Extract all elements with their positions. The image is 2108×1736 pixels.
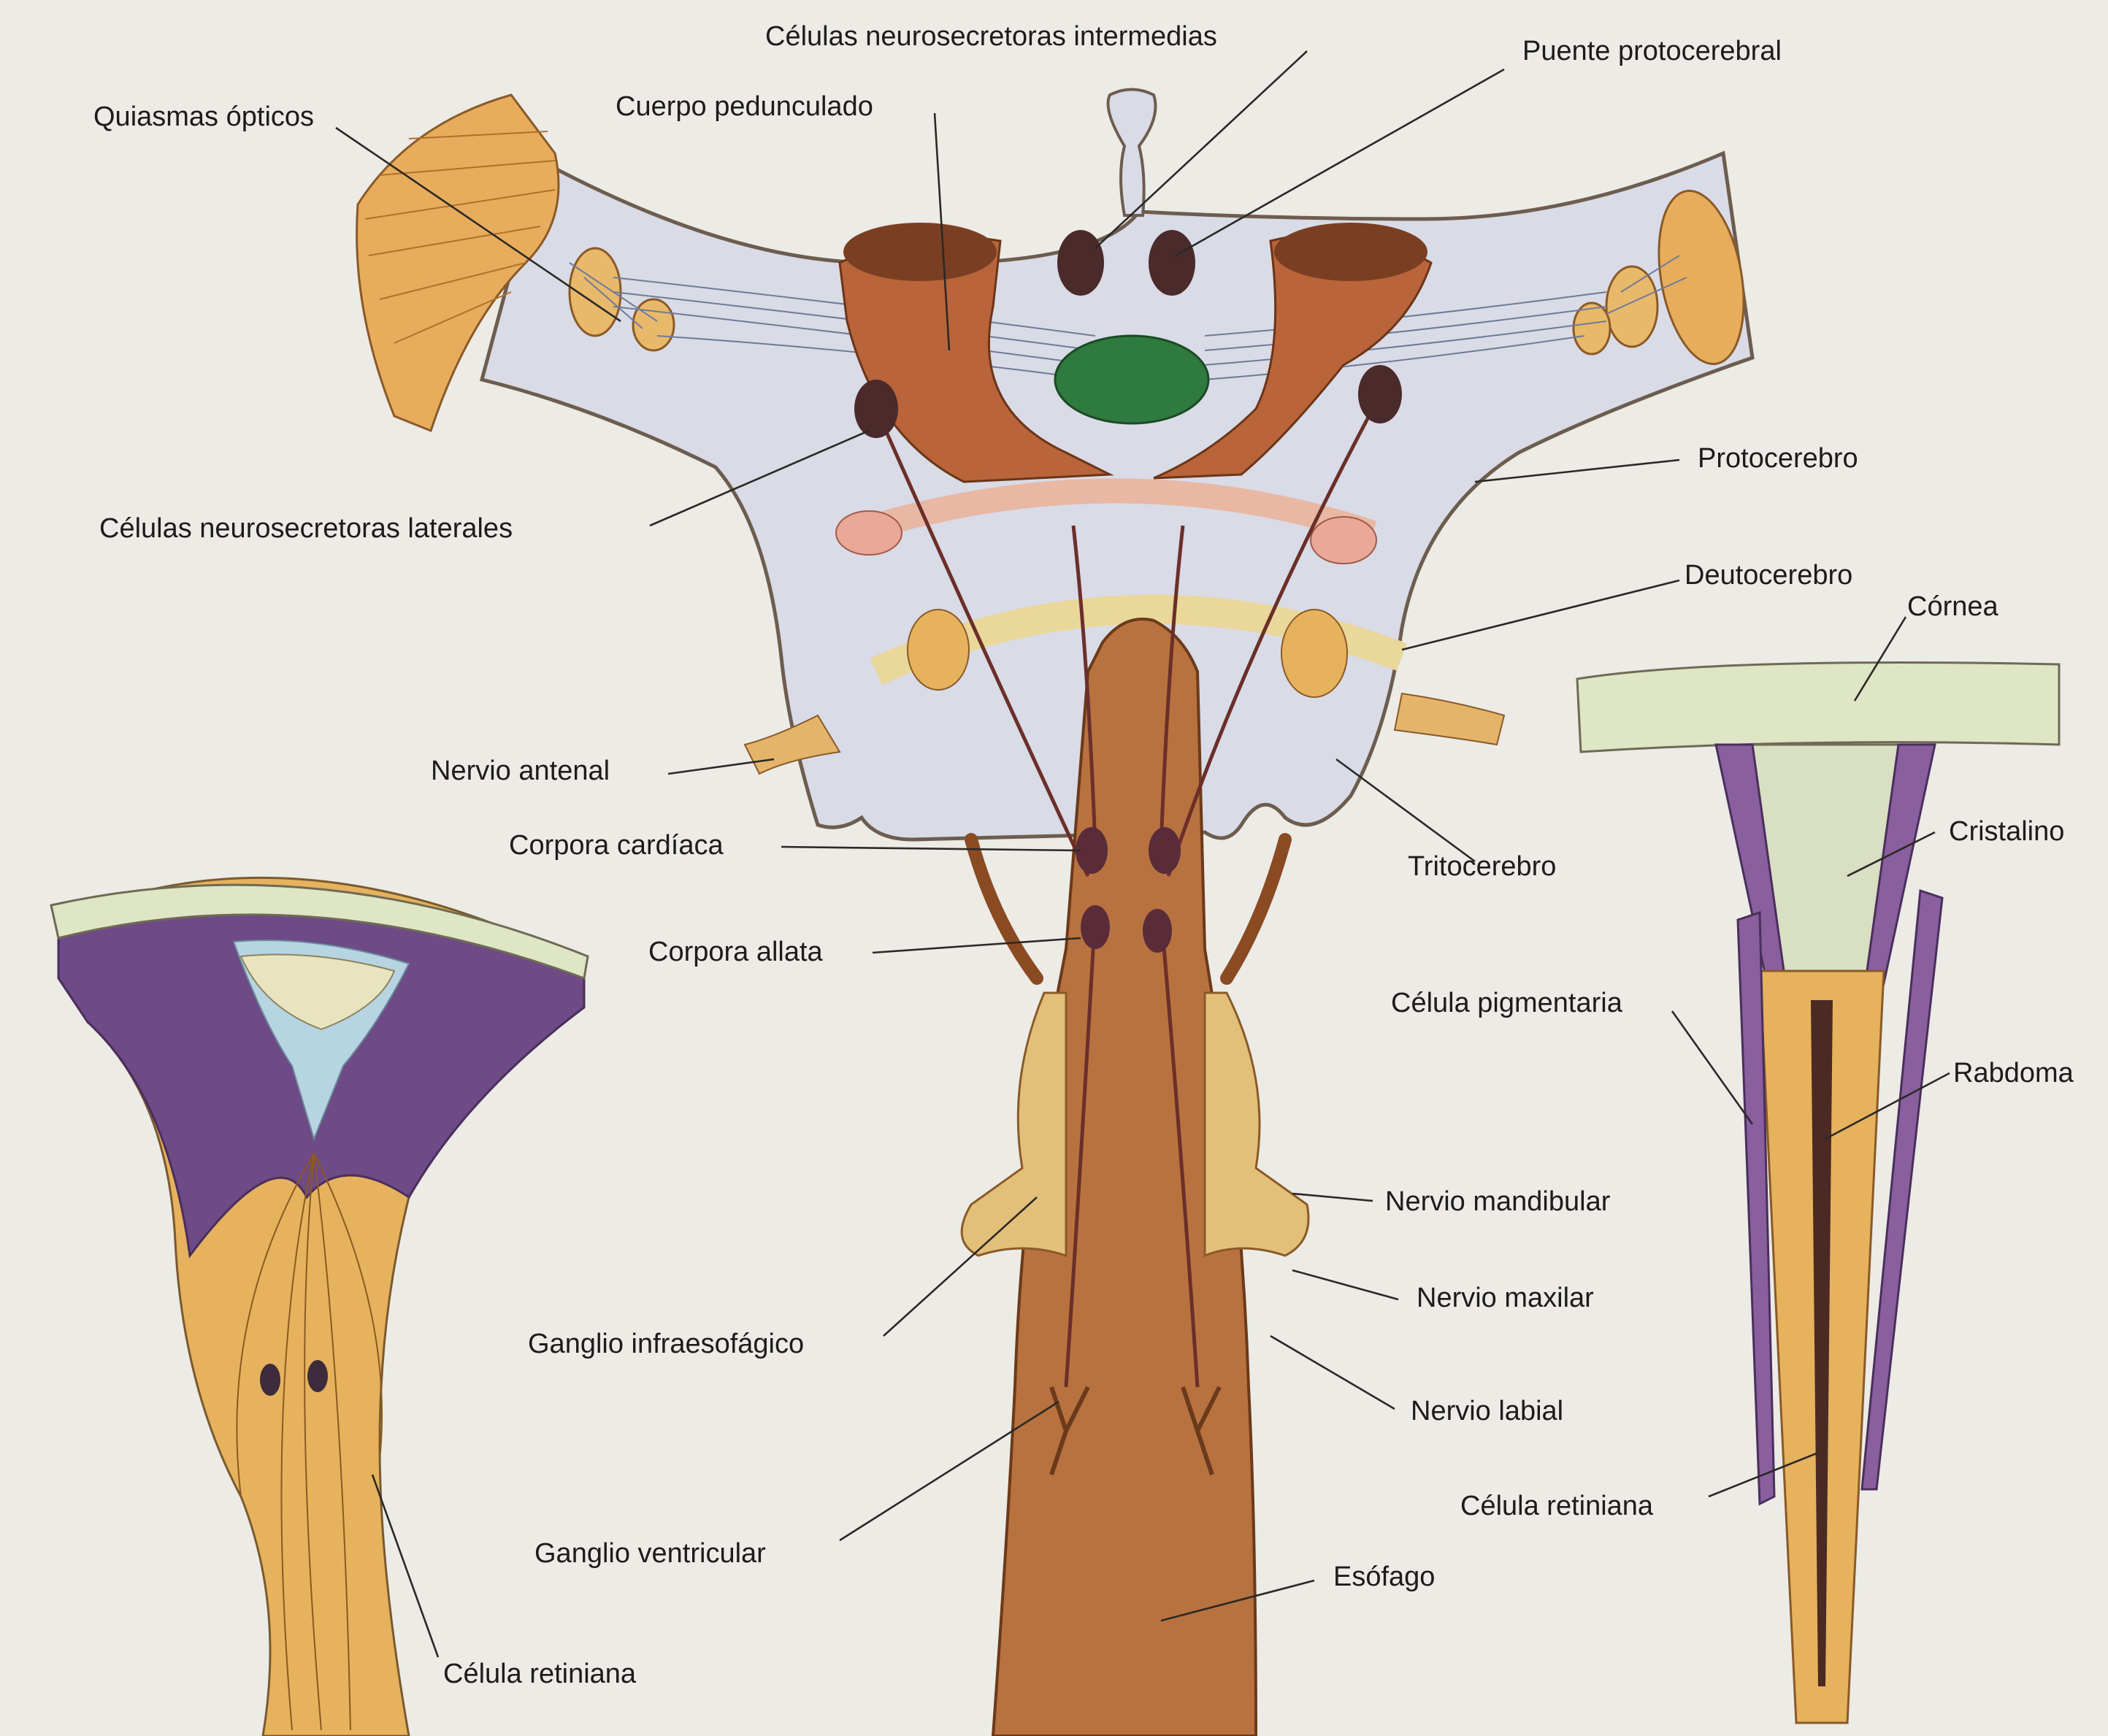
label-maxillary-nerve: Nervio maxilar xyxy=(1417,1283,1594,1313)
label-cornea: Córnea xyxy=(1907,591,1998,622)
label-retinal-cell-right: Célula retiniana xyxy=(1460,1491,1654,1521)
corpus-allatum-right xyxy=(1143,909,1172,953)
label-antennal-nerve: Nervio antenal xyxy=(431,756,610,786)
corpus-allatum-left xyxy=(1081,905,1110,949)
label-intermediate-cells: Células neurosecretoras intermedias xyxy=(765,21,1217,52)
deuto-lobe-left xyxy=(908,610,969,690)
label-corpora-allata: Corpora allata xyxy=(648,937,824,967)
label-protocerebral-bridge: Puente protocerebral xyxy=(1522,36,1782,66)
label-lateral-cells: Células neurosecretoras laterales xyxy=(99,513,513,544)
infraesophageal-ganglion-right xyxy=(1205,993,1308,1256)
retinal-nucleus xyxy=(307,1360,328,1392)
central-body xyxy=(1055,336,1208,423)
deuto-lobe-right xyxy=(1281,610,1347,697)
label-protocerebrum: Protocerebro xyxy=(1698,443,1858,474)
label-crystalline: Cristalino xyxy=(1949,816,2064,847)
brain xyxy=(357,90,1756,840)
label-tritocerebrum: Tritocerebro xyxy=(1408,851,1556,882)
intermediate-cell-left xyxy=(1057,230,1104,296)
infraesophageal-ganglion xyxy=(962,993,1066,1256)
intermediate-cell-right xyxy=(1149,230,1195,296)
cornea-shape xyxy=(1577,663,2059,753)
calyx-left xyxy=(843,223,997,281)
label-labial-nerve: Nervio labial xyxy=(1411,1396,1563,1426)
lateral-cell-left xyxy=(854,380,898,438)
antennal-lobe-right xyxy=(1311,517,1376,564)
label-subesophageal-ganglion: Ganglio infraesofágico xyxy=(528,1329,804,1359)
label-deutocerebrum: Deutocerebro xyxy=(1685,560,1852,591)
label-pigment-cell: Célula pigmentaria xyxy=(1391,988,1623,1018)
antennal-nerve-right xyxy=(1395,694,1504,745)
median-ocellus-stalk xyxy=(1108,90,1156,216)
optic-medulla-right xyxy=(1606,266,1657,347)
label-corpora-cardiaca: Corpora cardíaca xyxy=(509,830,724,861)
label-rhabdom: Rabdoma xyxy=(1953,1058,2074,1088)
label-mandibular-nerve: Nervio mandibular xyxy=(1385,1186,1611,1217)
calyx-right xyxy=(1274,223,1427,281)
antennal-lobe-left xyxy=(836,511,902,555)
label-ventricular-ganglion: Ganglio ventricular xyxy=(534,1538,766,1569)
label-mushroom-body: Cuerpo pedunculado xyxy=(616,91,873,122)
retinal-nucleus xyxy=(260,1364,280,1396)
corpus-cardiacum-right xyxy=(1149,827,1181,874)
label-esophagus: Esófago xyxy=(1333,1562,1435,1592)
label-optic-chiasma: Quiasmas ópticos xyxy=(93,101,314,132)
lateral-cell-right xyxy=(1358,365,1402,423)
ocellus-left xyxy=(51,877,588,1736)
label-retinal-cell-left: Célula retiniana xyxy=(443,1659,637,1689)
